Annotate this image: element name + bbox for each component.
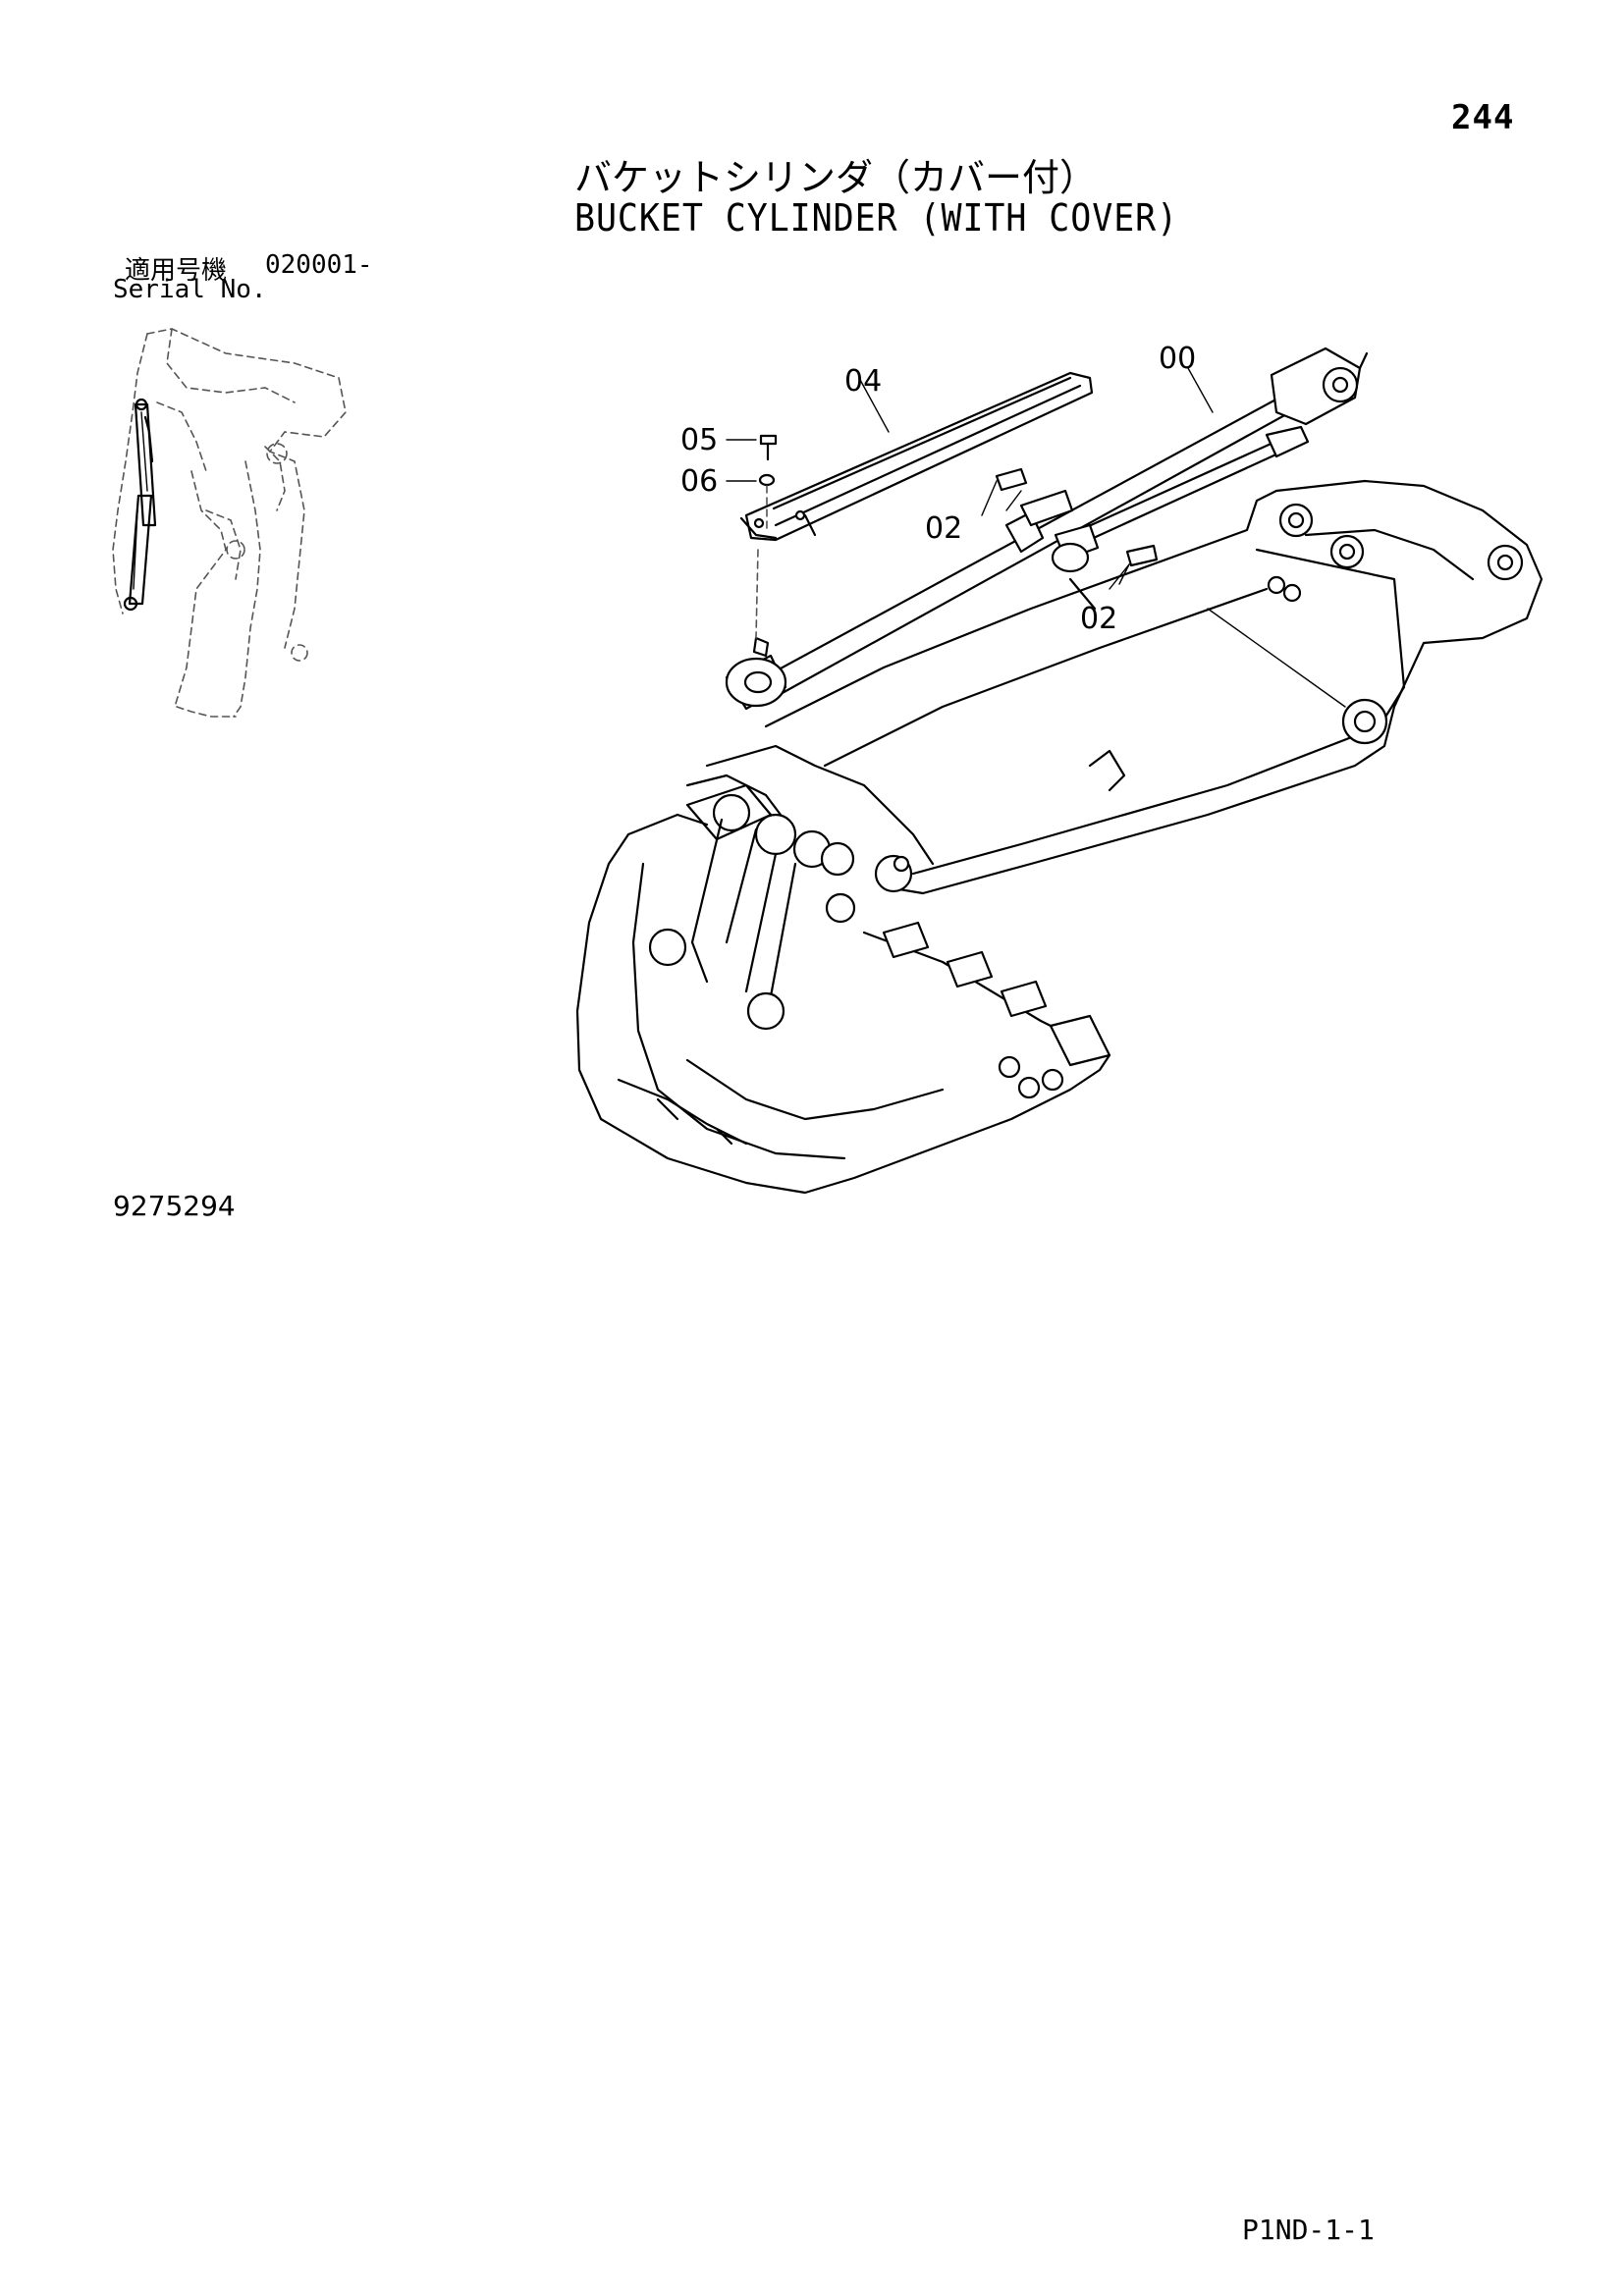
locator-cylinder-highlight: [123, 398, 157, 612]
bucket-cylinder: [725, 347, 1369, 711]
page-code: P1ND-1-1: [1242, 2214, 1375, 2246]
page-number: 244: [1451, 98, 1515, 137]
title-japanese: バケットシリンダ（カバー付）: [574, 156, 1098, 199]
callout-02-upper: 02: [925, 511, 962, 546]
title-english: BUCKET CYLINDER (WITH COVER): [574, 196, 1179, 240]
callout-00: 00: [1159, 342, 1196, 376]
callout-06: 06: [680, 464, 718, 499]
arm-body: [764, 479, 1543, 895]
callout-02-lower: 02: [1080, 602, 1117, 636]
callout-04: 04: [844, 364, 882, 399]
serial-label-english: Serial No.: [113, 275, 267, 304]
serial-label-japanese: 適用号機: [125, 256, 228, 286]
callout-05: 05: [680, 423, 718, 457]
cylinder-cover: [739, 371, 1094, 542]
leader-lines: [858, 367, 1214, 590]
serial-number: 020001-: [265, 250, 373, 280]
bucket: [575, 813, 1111, 1195]
bolt-and-washer: [726, 434, 778, 639]
bucket-linkage: [648, 744, 1064, 1099]
drawing-number: 9275294: [113, 1190, 236, 1222]
locator-outline: [112, 328, 347, 718]
hose-assembly: [995, 425, 1310, 611]
